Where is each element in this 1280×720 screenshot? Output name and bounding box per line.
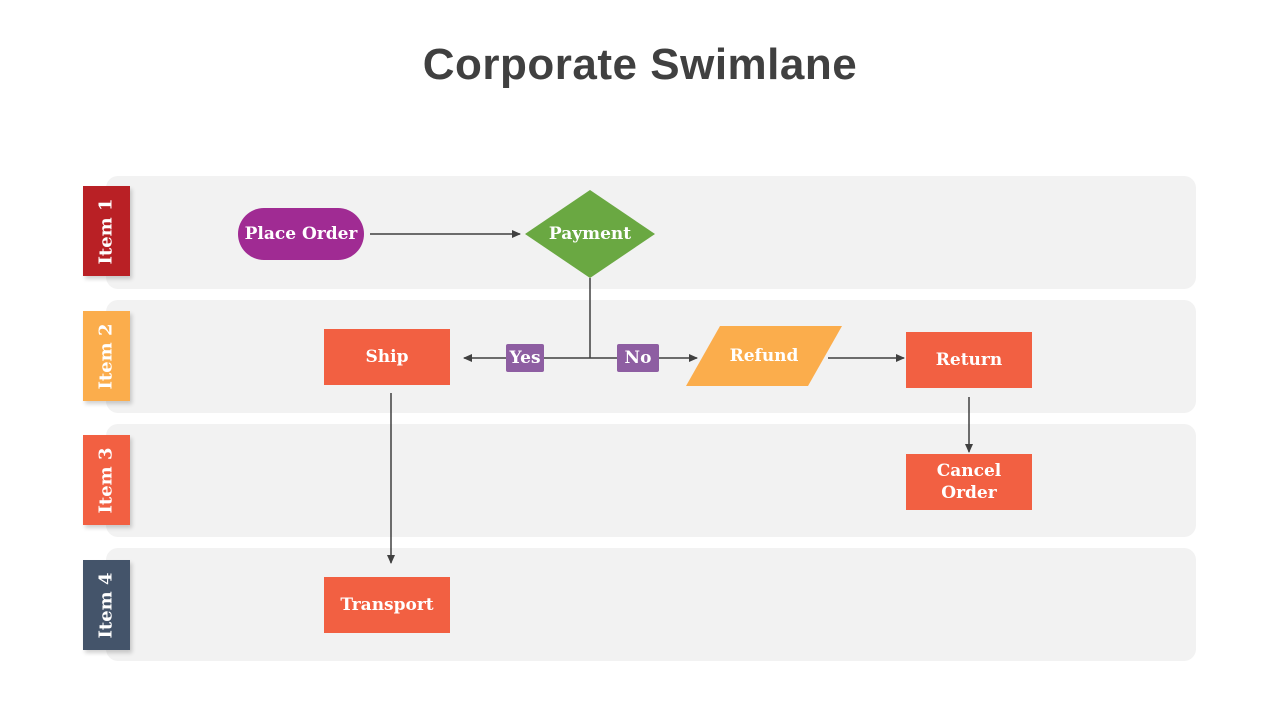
- yes-edge-label: Yes: [506, 344, 544, 372]
- lane-tag-1: Item 1: [83, 186, 130, 276]
- lane-tag-3: Item 3: [83, 435, 130, 525]
- no-edge-label: No: [617, 344, 659, 372]
- refund-label: Refund: [729, 346, 799, 366]
- payment-diamond: [525, 190, 655, 278]
- cancel-order-node: Cancel Order: [906, 454, 1032, 510]
- refund-parallelogram: [686, 326, 842, 386]
- lane-tag-4: Item 4: [83, 560, 130, 650]
- lane-tag-2: Item 2: [83, 311, 130, 401]
- swimlane-4: [106, 548, 1196, 661]
- payment-label: Payment: [548, 224, 632, 244]
- transport-node: Transport: [324, 577, 450, 633]
- return-node: Return: [906, 332, 1032, 388]
- page-title: Corporate Swimlane: [422, 40, 858, 89]
- ship-node: Ship: [324, 329, 450, 385]
- place-order-node: Place Order: [238, 208, 364, 260]
